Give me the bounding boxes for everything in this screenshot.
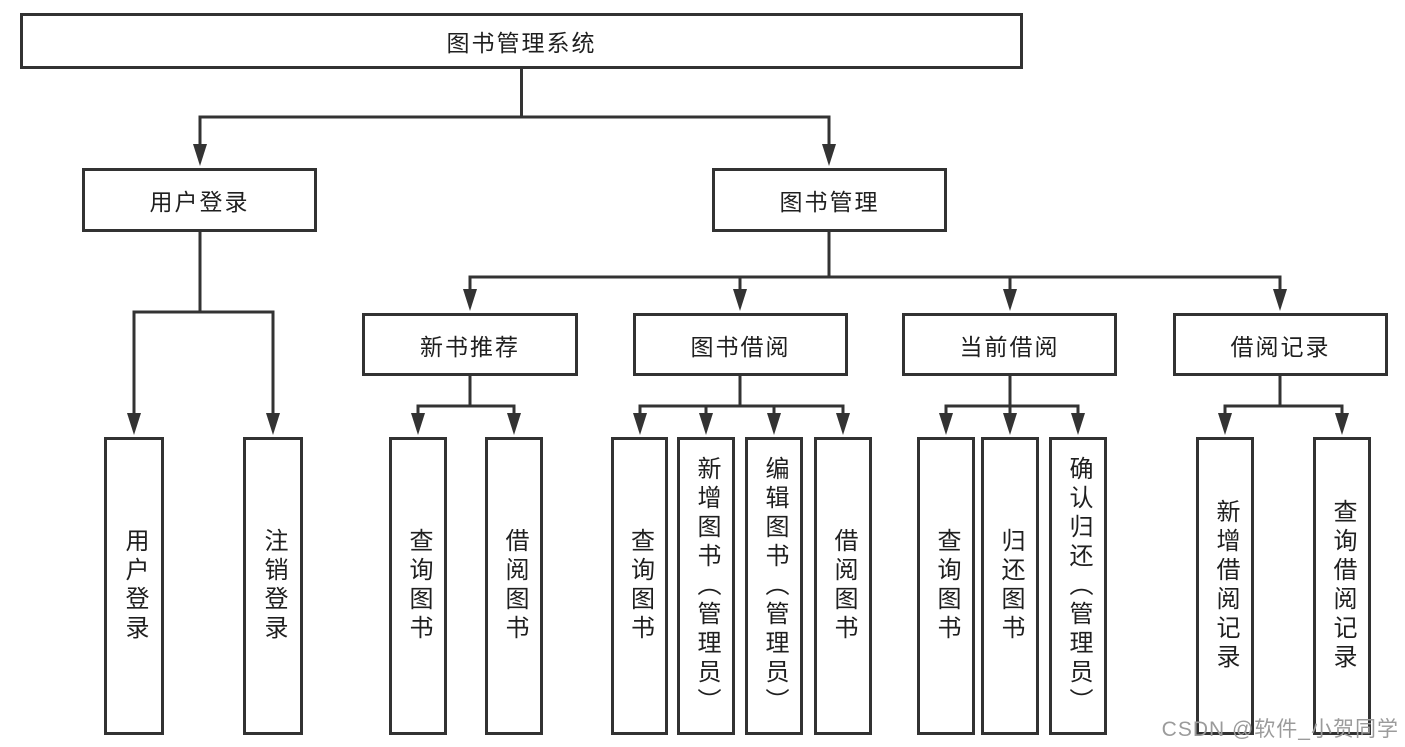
leaf-confirm-return-admin: 确认归还（管理员） xyxy=(1049,437,1107,735)
leaf-borrow-books: 借阅图书 xyxy=(814,437,872,735)
leaf-edit-book-admin: 编辑图书（管理员） xyxy=(745,437,803,735)
node-label: 确认归还（管理员） xyxy=(1065,455,1092,717)
node-label: 用户登录 xyxy=(121,528,148,644)
node-label: 图书管理系统 xyxy=(446,30,597,56)
leaf-query-borrow-record: 查询借阅记录 xyxy=(1313,437,1371,735)
node-label: 借阅图书 xyxy=(830,528,857,644)
node-book-management: 图书管理 xyxy=(712,168,947,232)
node-borrow-records: 借阅记录 xyxy=(1173,313,1388,376)
node-label: 查询图书 xyxy=(405,528,432,644)
node-label: 用户登录 xyxy=(149,189,250,215)
node-label: 借阅记录 xyxy=(1230,333,1331,360)
node-label: 注销登录 xyxy=(260,528,287,644)
node-label: 编辑图书（管理员） xyxy=(761,455,788,717)
csdn-watermark: CSDN @软件_小贺同学 xyxy=(1161,718,1399,741)
node-label: 查询图书 xyxy=(626,528,654,644)
node-label: 新增借阅记录 xyxy=(1212,499,1239,673)
node-label: 当前借阅 xyxy=(959,333,1060,360)
node-label: 查询图书 xyxy=(933,528,960,644)
node-label: 新书推荐 xyxy=(420,333,520,360)
leaf-user-login: 用户登录 xyxy=(104,437,164,735)
node-book-borrow: 图书借阅 xyxy=(633,313,848,376)
node-label: 图书借阅 xyxy=(690,333,791,360)
node-label: 查询借阅记录 xyxy=(1329,499,1356,673)
leaf-query-books-borrow: 查询图书 xyxy=(611,437,668,735)
leaf-add-borrow-record: 新增借阅记录 xyxy=(1196,437,1254,735)
node-label: 归还图书 xyxy=(997,528,1024,644)
node-label: 借阅图书 xyxy=(501,528,528,644)
leaf-borrow-books-recommend: 借阅图书 xyxy=(485,437,543,735)
leaf-query-books-current: 查询图书 xyxy=(917,437,975,735)
leaf-return-book: 归还图书 xyxy=(981,437,1039,735)
node-label: 新增图书（管理员） xyxy=(693,455,720,717)
node-current-borrow: 当前借阅 xyxy=(902,313,1117,376)
node-label: 图书管理 xyxy=(779,189,880,215)
node-new-book-recommend: 新书推荐 xyxy=(362,313,578,376)
node-library-system: 图书管理系统 xyxy=(20,13,1023,69)
leaf-query-books-recommend: 查询图书 xyxy=(389,437,447,735)
leaf-add-book-admin: 新增图书（管理员） xyxy=(677,437,735,735)
node-user-login: 用户登录 xyxy=(82,168,317,232)
arrowheads xyxy=(127,144,1349,435)
leaf-logout: 注销登录 xyxy=(243,437,303,735)
